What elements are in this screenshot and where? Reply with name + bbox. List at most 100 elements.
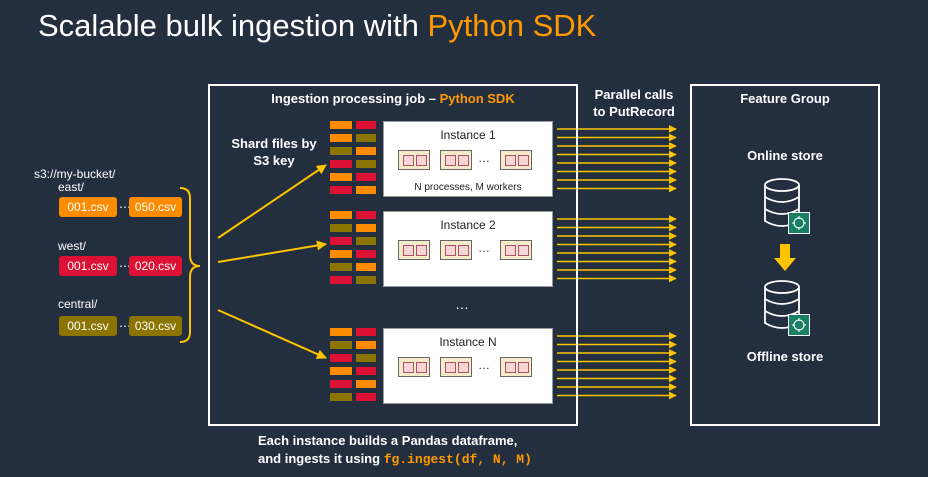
shard-label-line1: Shard files by: [231, 136, 317, 151]
csv-ellipsis-east: ⋯: [119, 200, 131, 214]
shard-block: [330, 341, 352, 349]
shard-block: [330, 186, 352, 194]
shard-block: [330, 173, 352, 181]
process-ellipsis: …: [478, 241, 490, 255]
arrow-down-icon: [774, 244, 796, 271]
worker-box: [505, 155, 516, 166]
worker-box: [416, 155, 427, 166]
process-box: [500, 150, 532, 170]
shard-block: [356, 328, 376, 336]
shard-stack-n: [330, 328, 378, 406]
folder-east-label: east/: [58, 180, 85, 194]
shard-arrow-3: [217, 309, 327, 359]
worker-box: [458, 155, 469, 166]
worker-box: [518, 362, 529, 373]
online-store-db: [762, 176, 812, 236]
shard-block: [356, 160, 376, 168]
bottom-code: fg.ingest(df, N, M): [383, 452, 532, 467]
shard-block: [330, 354, 352, 362]
bottom-caption: Each instance builds a Pandas dataframe,…: [258, 432, 532, 469]
instance-n-box: Instance N …: [383, 328, 553, 404]
process-box: [398, 357, 430, 377]
folder-central-label: central/: [58, 297, 98, 311]
feature-store-icon: [788, 212, 810, 234]
shard-block: [330, 250, 352, 258]
worker-box: [403, 245, 414, 256]
csv-ellipsis-west: ⋯: [119, 259, 131, 273]
shard-block: [356, 134, 376, 142]
shard-block: [356, 367, 376, 375]
page-title: Scalable bulk ingestion with Python SDK: [38, 8, 596, 44]
parallel-label-line2: to PutRecord: [593, 104, 675, 119]
process-box: [500, 357, 532, 377]
feature-store-icon: [788, 314, 810, 336]
shard-block: [330, 393, 352, 401]
instance-title: Instance 2: [440, 218, 496, 232]
worker-box: [445, 155, 456, 166]
instance-title: Instance 1: [440, 128, 496, 142]
shard-block: [330, 160, 352, 168]
feature-group-title: Feature Group: [740, 91, 830, 106]
shard-block: [356, 121, 376, 129]
worker-box: [505, 362, 516, 373]
source-brace: [179, 187, 201, 343]
online-store-label: Online store: [747, 148, 823, 163]
shard-stack-1: [330, 121, 378, 199]
process-box: [440, 357, 472, 377]
shard-block: [330, 237, 352, 245]
shard-block: [330, 224, 352, 232]
shard-block: [356, 341, 376, 349]
parallel-label-line1: Parallel calls: [594, 87, 674, 102]
worker-box: [445, 245, 456, 256]
instances-ellipsis: …: [455, 296, 469, 312]
shard-block: [356, 186, 376, 194]
instance-2-box: Instance 2 …: [383, 211, 553, 287]
instance-title: Instance N: [439, 335, 497, 349]
shard-block: [330, 276, 352, 284]
shard-stack-2: [330, 211, 378, 289]
job-title-prefix: Ingestion processing job –: [271, 91, 440, 106]
feature-group-box: [690, 84, 880, 426]
job-title: Ingestion processing job – Python SDK: [208, 91, 578, 106]
bottom-line2-prefix: and ingests it using: [258, 451, 384, 466]
parallel-calls-label: Parallel calls to PutRecord: [586, 86, 682, 120]
shard-arrow-1: [217, 164, 327, 239]
bucket-label: s3://my-bucket/: [34, 167, 116, 181]
shard-block: [330, 134, 352, 142]
bottom-line2: and ingests it using fg.ingest(df, N, M): [258, 450, 532, 469]
offline-store-label: Offline store: [746, 349, 824, 364]
shard-label-line2: S3 key: [253, 153, 295, 168]
worker-box: [458, 245, 469, 256]
shard-block: [356, 237, 376, 245]
shard-block: [356, 173, 376, 181]
shard-arrow-2: [217, 240, 327, 263]
process-ellipsis: …: [478, 151, 490, 165]
shard-block: [356, 263, 376, 271]
process-box: [398, 150, 430, 170]
worker-box: [458, 362, 469, 373]
worker-box: [445, 362, 456, 373]
ingestion-job-box: [208, 84, 578, 426]
csv-file-east-last: 050.csv: [129, 197, 182, 217]
shard-block: [330, 380, 352, 388]
title-highlight: Python SDK: [427, 8, 597, 43]
process-box: [440, 240, 472, 260]
instance-subtitle: N processes, M workers: [414, 182, 522, 193]
process-box: [500, 240, 532, 260]
shard-block: [356, 211, 376, 219]
csv-file-east-first: 001.csv: [59, 197, 117, 217]
shard-block: [330, 367, 352, 375]
shard-block: [330, 211, 352, 219]
worker-box: [416, 362, 427, 373]
worker-box: [505, 245, 516, 256]
shard-block: [356, 250, 376, 258]
shard-block: [356, 380, 376, 388]
worker-box: [518, 245, 529, 256]
job-title-highlight: Python SDK: [439, 91, 515, 106]
shard-block: [330, 121, 352, 129]
worker-box: [518, 155, 529, 166]
csv-file-central-first: 001.csv: [59, 316, 117, 336]
process-ellipsis: …: [478, 358, 490, 372]
shard-block: [356, 393, 376, 401]
process-box: [440, 150, 472, 170]
